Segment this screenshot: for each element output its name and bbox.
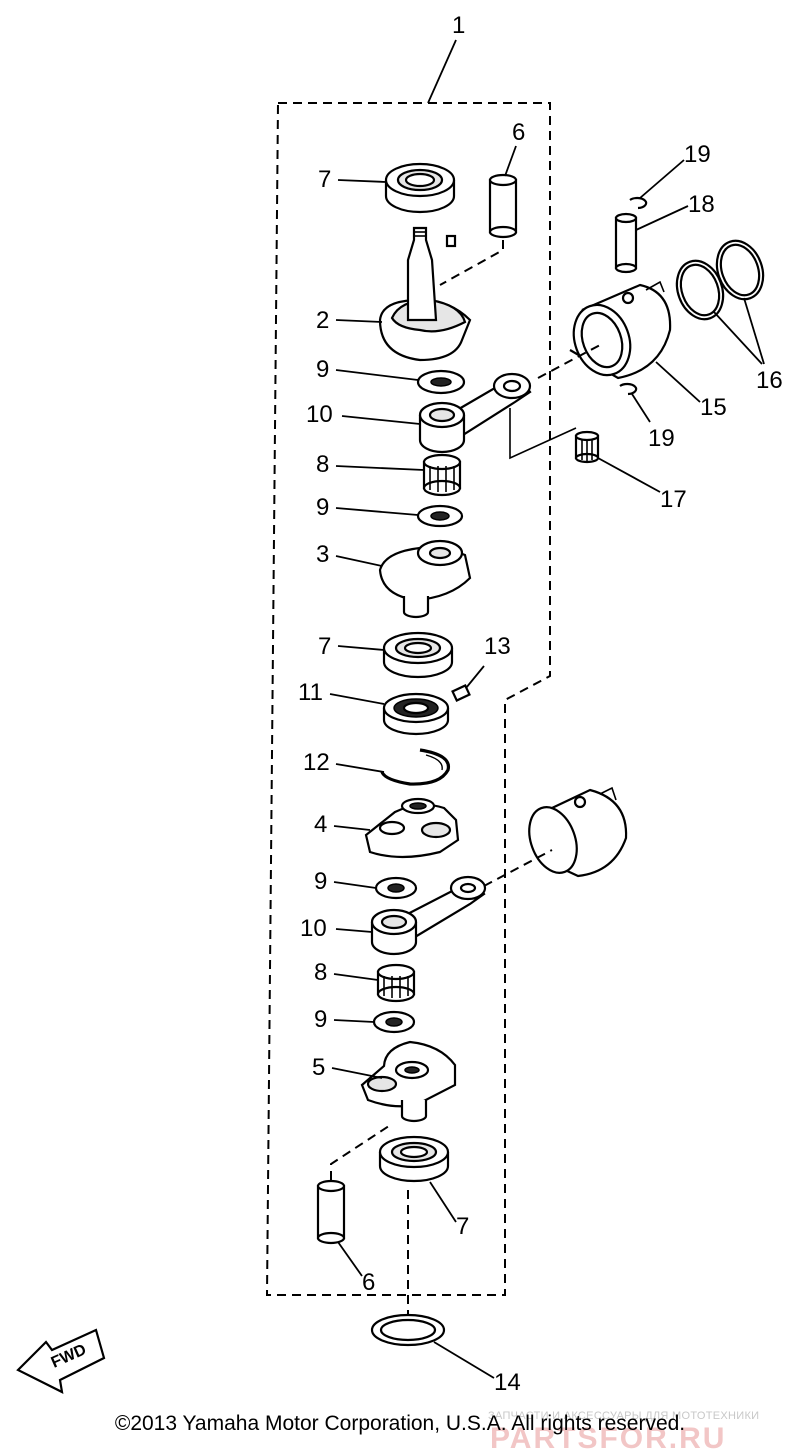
label-17: 17	[660, 486, 687, 513]
label-7-top: 7	[318, 166, 331, 193]
small-end-bearing-17	[574, 430, 600, 464]
leader-2	[335, 319, 383, 323]
leader-9-c	[333, 881, 377, 889]
leader-11	[329, 693, 385, 705]
label-9-a: 9	[316, 356, 329, 383]
label-8-a: 8	[316, 451, 329, 478]
bearing-top	[384, 162, 456, 214]
leader-6-bottom	[337, 1241, 363, 1277]
label-7-middle: 7	[318, 633, 331, 660]
leader-3	[335, 555, 383, 567]
label-2: 2	[316, 307, 329, 334]
washer-9-a	[416, 369, 466, 395]
label-15: 15	[700, 394, 727, 421]
leader-8-b	[333, 973, 379, 981]
label-14: 14	[494, 1369, 521, 1396]
connecting-rod-upper	[418, 372, 532, 454]
leader-16-a	[713, 311, 763, 365]
leader-9-b	[335, 507, 419, 516]
needle-bearing-8-a	[422, 453, 462, 497]
leader-9-a	[335, 369, 419, 381]
leader-10-a	[341, 415, 421, 425]
piston-upper-15	[569, 280, 672, 380]
pin-top	[488, 173, 518, 239]
label-6-top: 6	[512, 119, 525, 146]
leader-14	[433, 1341, 495, 1379]
copyright-notice: ©2013 Yamaha Motor Corporation, U.S.A. A…	[114, 1412, 686, 1435]
crank-web-5	[360, 1040, 457, 1123]
dowel-pin-13	[451, 684, 471, 702]
leader-10-b	[335, 928, 373, 933]
pin-bottom	[316, 1179, 346, 1245]
label-13: 13	[484, 633, 511, 660]
pin-bottom-centerline	[330, 1123, 393, 1180]
leader-9-d	[333, 1019, 375, 1023]
assembly-outline	[265, 102, 551, 1296]
label-4: 4	[314, 811, 327, 838]
label-6-bottom: 6	[362, 1269, 375, 1296]
leader-1	[427, 39, 457, 104]
bearing-bottom	[378, 1135, 450, 1183]
crank-web-upper	[378, 226, 472, 362]
label-1: 1	[452, 12, 465, 39]
leader-7-top	[337, 179, 387, 183]
leader-7-bottom	[429, 1181, 457, 1223]
leader-6-top	[504, 145, 517, 177]
leader-16-b	[743, 297, 765, 365]
clip-19-top	[629, 196, 648, 210]
label-19-top: 19	[684, 141, 711, 168]
label-16: 16	[756, 367, 783, 394]
label-8-b: 8	[314, 959, 327, 986]
needle-bearing-8-b	[376, 963, 416, 1003]
watermark-caption: ЗАПЧАСТИ И АКСЕССУАРЫ ДЛЯ МОТОТЕХНИКИ	[488, 1410, 760, 1422]
circlip-12	[380, 748, 451, 786]
fwd-arrow-icon	[16, 1328, 106, 1394]
clip-19-bottom	[619, 382, 638, 396]
leader-18	[635, 205, 689, 231]
label-19-bottom: 19	[648, 425, 675, 452]
label-10-b: 10	[300, 915, 327, 942]
leader-19-top	[639, 159, 685, 199]
washer-9-c	[374, 876, 418, 900]
label-18: 18	[688, 191, 715, 218]
leader-15	[655, 361, 701, 403]
bearing-middle	[382, 631, 454, 679]
label-11: 11	[298, 679, 323, 706]
connecting-rod-lower	[370, 875, 487, 956]
label-3: 3	[316, 541, 329, 568]
crank-web-3	[378, 539, 472, 619]
washer-9-d	[372, 1010, 416, 1034]
oring-14	[370, 1313, 446, 1347]
piston-upper-centerline	[537, 344, 601, 379]
leader-7-middle	[337, 645, 385, 651]
leader-13	[465, 665, 485, 689]
label-10-a: 10	[306, 401, 333, 428]
leader-12	[335, 763, 385, 773]
bearing-17-connector	[509, 408, 577, 460]
washer-9-b	[416, 504, 464, 528]
label-12: 12	[303, 749, 330, 776]
label-9-b: 9	[316, 494, 329, 521]
leader-8-a	[335, 465, 425, 471]
label-7-bottom: 7	[456, 1213, 469, 1240]
leader-17	[597, 457, 661, 493]
piston-pin-18	[614, 212, 638, 274]
leader-4	[333, 825, 371, 831]
piston-rings-16	[675, 239, 765, 321]
pin-top-centerline	[439, 240, 504, 286]
label-5: 5	[312, 1054, 325, 1081]
piston-lower-centerline	[483, 849, 553, 887]
label-9-d: 9	[314, 1006, 327, 1033]
leader-19-bottom	[631, 393, 651, 423]
crank-web-4	[364, 797, 460, 859]
piston-lower	[528, 786, 628, 878]
label-9-c: 9	[314, 868, 327, 895]
oil-seal-11	[382, 692, 450, 736]
leader-5	[331, 1067, 383, 1079]
